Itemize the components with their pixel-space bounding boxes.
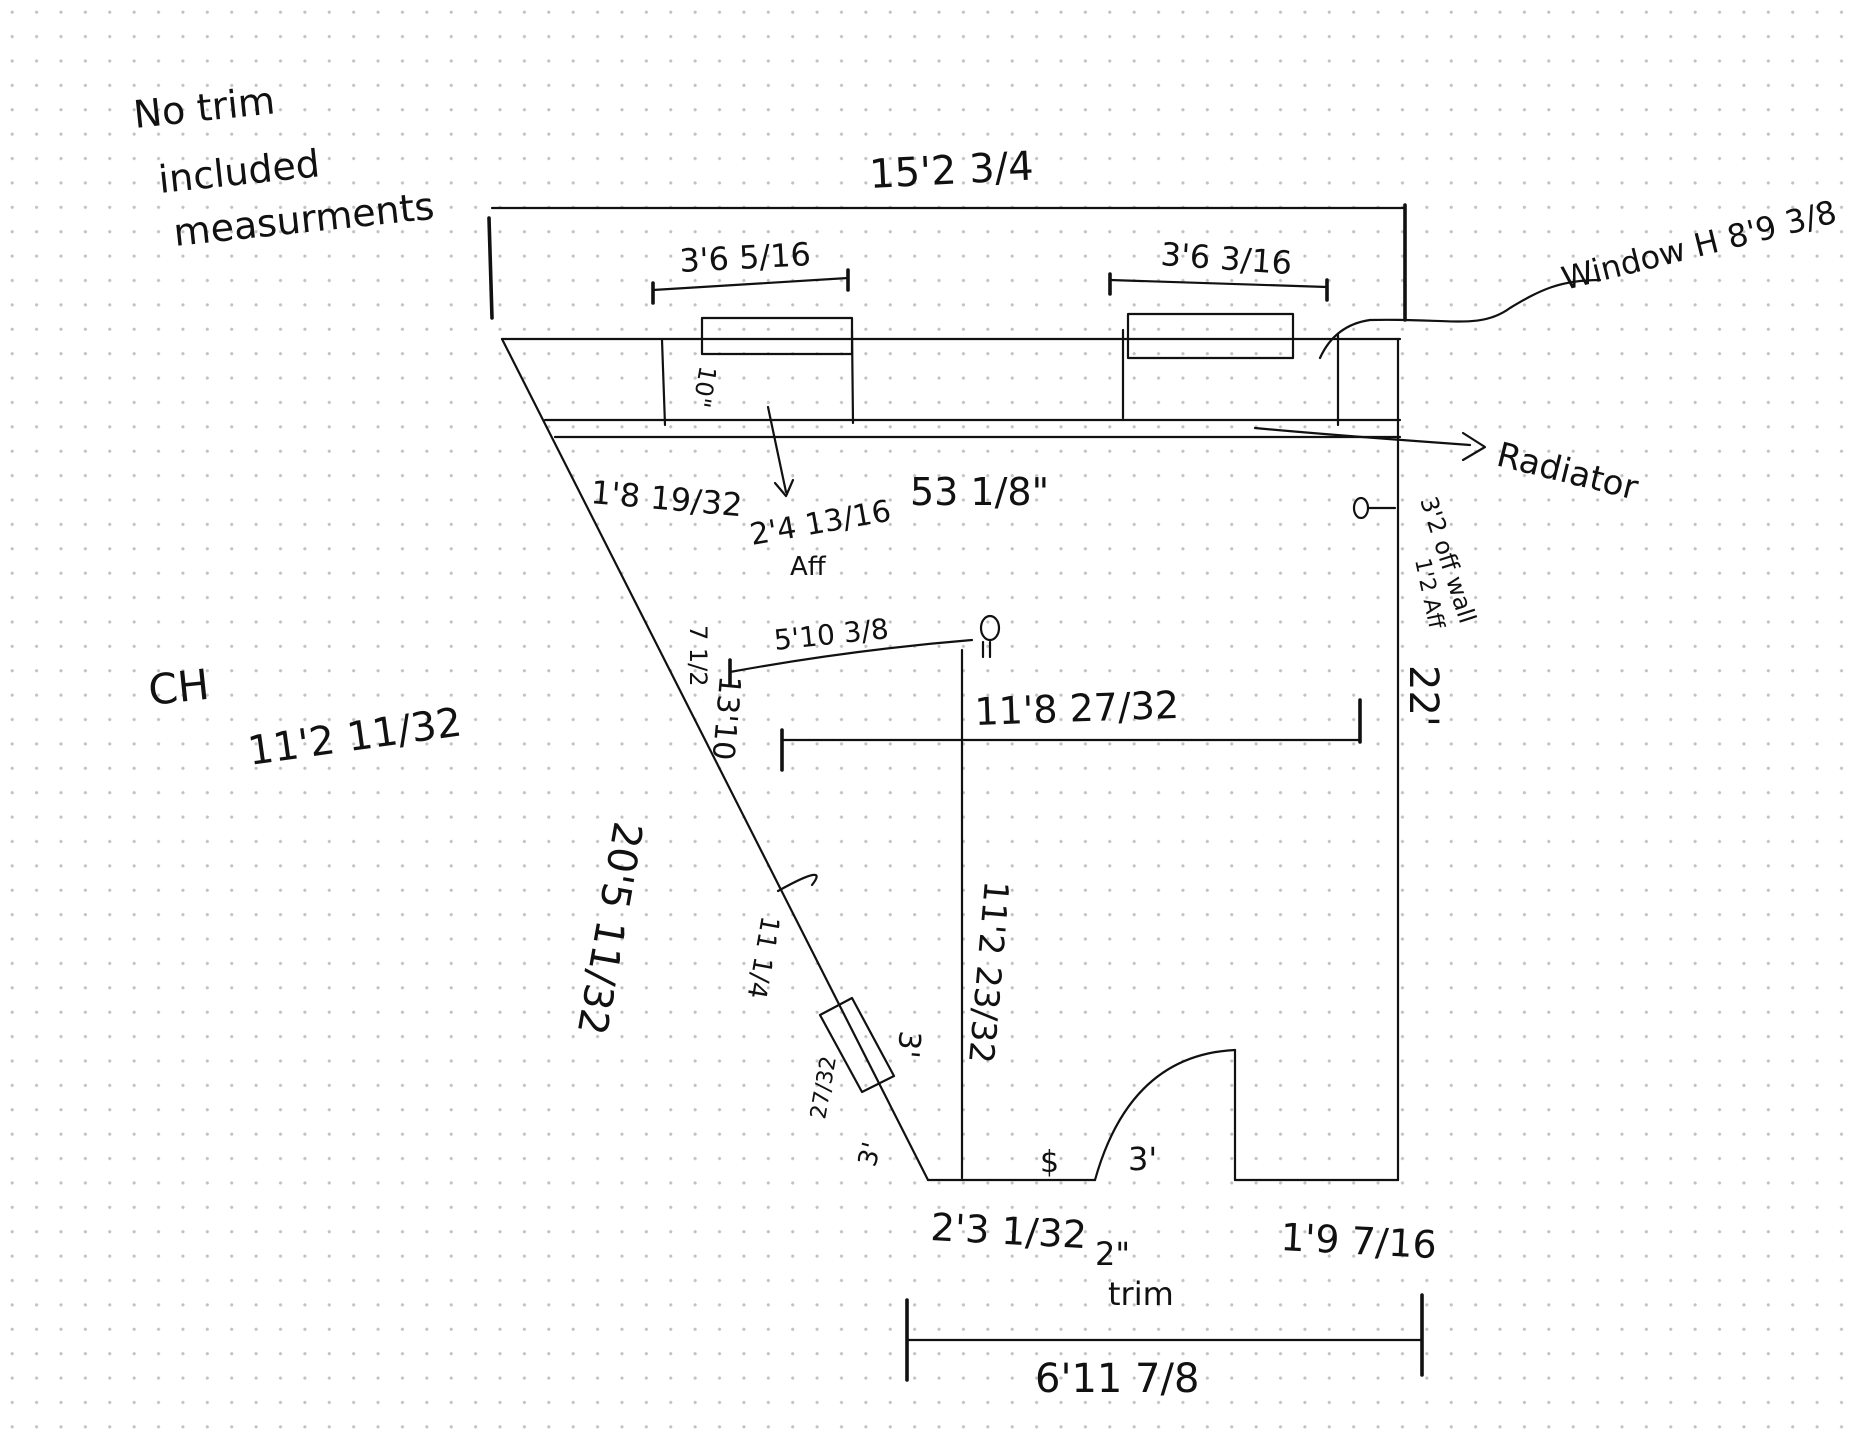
outlet-arrowhead [773,478,795,498]
angled-wall-bottom-dim-2: 3' [853,1139,888,1170]
angled-window-box [818,996,896,1094]
outlet-symbol: $ [1040,1145,1059,1180]
leaders [1253,278,1602,462]
light-offset-line [728,638,974,674]
dimension-lines [487,203,1424,1382]
door-width-dim: 3' [1128,1140,1157,1178]
window-right-width-dim: 3'6 3/16 [1159,235,1293,282]
radiator-leader [1253,426,1472,447]
window-left-jamb-r [850,328,855,425]
outlet-arrow-line [766,405,788,494]
bottom-overall-dim: 6'11 7/8 [1035,1356,1199,1402]
note-no-trim-1: No trim [131,78,277,137]
angled-wall-long-dim: 20'5 11/32 [568,818,651,1038]
angled-wall-arc-mark [776,873,818,893]
angled-wall-top-dim: 1'8 19/32 [589,473,744,524]
window-height-dim: Window H 8'9 3/8 [1558,193,1841,298]
fixtures [979,496,1397,659]
bottom-left-dim: 2'3 1/32 [930,1205,1088,1257]
top-wall-center-dim: 53 1/8" [910,470,1049,514]
angled-window-dim: 3' [890,1029,927,1059]
window-height-leader [1318,278,1602,360]
bottom-right-dim: 1'9 7/16 [1280,1215,1438,1267]
wall-fixture-icon [1352,496,1370,520]
angled-left-wall [500,337,930,1182]
mid-width-dim: 11'8 27/32 [974,683,1180,734]
door-swing-arc [1093,1048,1237,1182]
angled-wall-bottom-dim-1: 27/32 [806,1054,842,1121]
top-overall-dim: 15'2 3/4 [868,143,1035,198]
door [1093,1048,1237,1182]
window-right-box [1126,312,1295,360]
angled-wall-window [776,873,896,1094]
outlet-height-aff: Aff [790,552,827,582]
ceiling-height-value: 11'2 11/32 [245,699,465,775]
window-right [1121,312,1340,427]
window-left-width-line [651,276,850,292]
vertical-depth-dim: 11'2 23/32 [960,879,1016,1065]
ceiling-light-icon [979,614,1001,642]
radiator-label: Radiator [1493,435,1642,509]
angled-wall-low-dim: 11 1/4 [741,914,785,1001]
window-left-width-dim: 3'6 5/16 [678,235,811,280]
radiator-arrowhead [1461,431,1487,462]
ceiling-height-label: CH [146,660,212,715]
light-small-dim: 7 1/2 [684,625,712,687]
trim-dim: 2" [1095,1235,1130,1273]
note-no-trim-2: included [156,141,322,202]
window-left-box [700,316,854,356]
window-left-jamb-l [660,338,667,427]
window-left [660,316,855,427]
window-right-width-line [1108,278,1329,289]
outlet-height-dim: 2'4 13/16 [747,494,893,553]
angled-wall-segment-dim: 13'10 [705,674,747,761]
window-left-depth-dim: 10" [687,364,722,410]
right-wall-dim: 22' [1400,665,1446,727]
top-overall-tick-l [487,216,494,320]
room-walls [500,337,1402,1182]
trim-label: trim [1108,1275,1174,1313]
